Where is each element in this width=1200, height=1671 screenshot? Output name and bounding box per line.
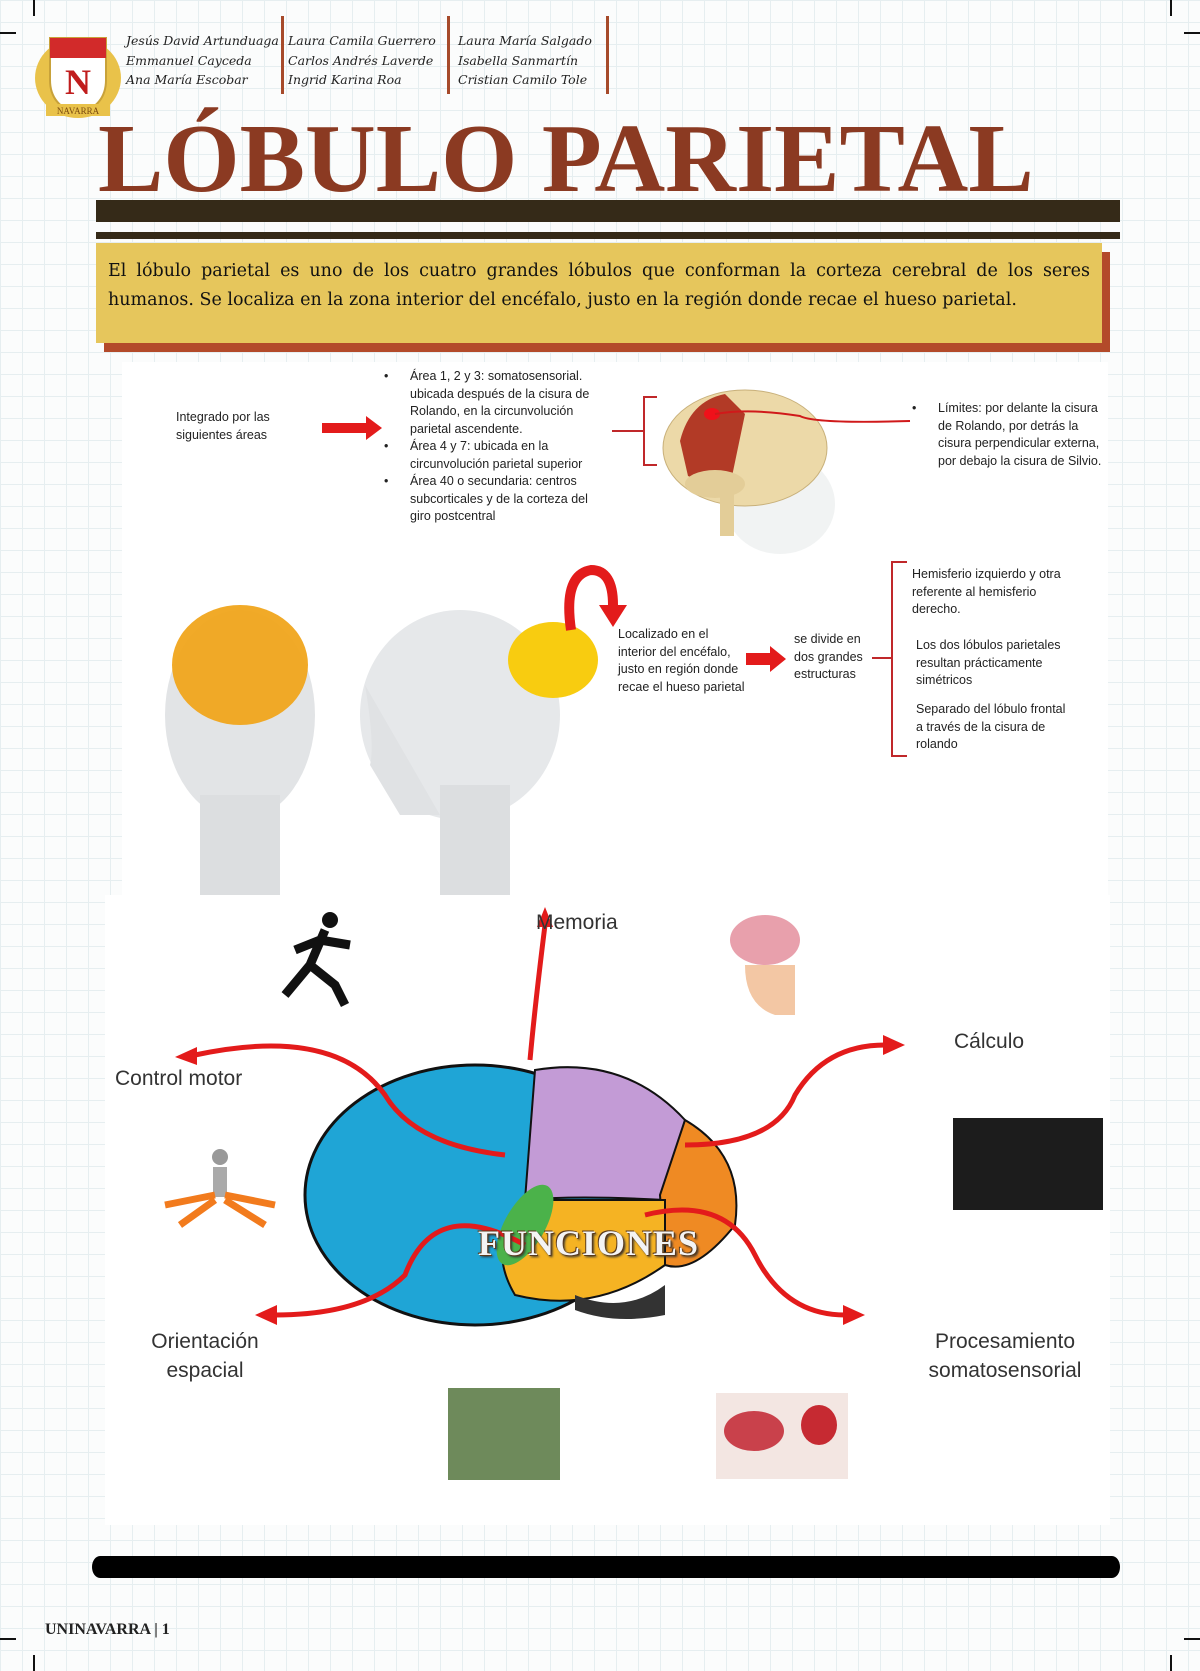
authors-column-1: Jesús David Artunduaga Emmanuel Cayceda … xyxy=(126,31,279,90)
area-item: Área 1, 2 y 3: somatosensorial. ubicada … xyxy=(384,368,609,438)
author-name: Carlos Andrés Laverde xyxy=(288,52,434,68)
funciones-label: FUNCIONES xyxy=(478,1223,700,1263)
head-memory-icon xyxy=(730,915,800,1015)
right-arrow-icon xyxy=(746,646,786,672)
divider xyxy=(606,16,609,94)
memoria-label: Memoria xyxy=(536,911,618,934)
orientation-icon xyxy=(164,1149,276,1228)
arrow-calculo xyxy=(684,1042,886,1148)
orientacion-label: Orientación espacial xyxy=(151,1330,259,1382)
crop-mark xyxy=(1184,1638,1200,1640)
author-name: Cristian Camilo Tole xyxy=(458,72,588,87)
bracket-icon xyxy=(872,561,907,757)
authors-column-3: Laura María Salgado Isabella Sanmartín C… xyxy=(458,31,592,90)
area-item: Área 40 o secundaria: centros subcortica… xyxy=(384,473,609,526)
footer-brand: UNINAVARRA xyxy=(45,1621,151,1638)
crop-mark xyxy=(0,32,16,34)
divide-text: se divide en dos grandes estructuras xyxy=(794,632,863,681)
functions-map xyxy=(164,907,1103,1327)
author-name: Emmanuel Cayceda xyxy=(126,52,252,68)
page-number: 1 xyxy=(161,1621,170,1638)
description-box: El lóbulo parietal es uno de los cuatro … xyxy=(96,243,1102,343)
svg-text:NAVARRA: NAVARRA xyxy=(57,106,100,116)
limites-item: Límites: por delante la cisura de Roland… xyxy=(912,400,1107,470)
author-name: Ana María Escobar xyxy=(126,72,248,87)
title-bar-thin xyxy=(96,232,1120,239)
integrado-label: Integrado por las siguientes áreas xyxy=(176,410,270,442)
right-arrow-icon xyxy=(322,416,382,440)
limites-text: Límites: por delante la cisura de Roland… xyxy=(912,400,1107,470)
bracket-icon xyxy=(612,396,657,466)
estructura-2: Los dos lóbulos parietales resultan prác… xyxy=(916,638,1061,687)
runner-icon xyxy=(281,912,351,1008)
author-name: Laura María Salgado xyxy=(458,33,592,48)
footer: UNINAVARRA | 1 xyxy=(45,1621,170,1638)
brain-illustration xyxy=(303,1063,738,1327)
authors-column-2: Laura Camila Guerrero Carlos Andrés Lave… xyxy=(288,31,436,90)
divider xyxy=(447,16,450,94)
crop-mark xyxy=(33,0,35,16)
areas-list: Área 1, 2 y 3: somatosensorial. ubicada … xyxy=(384,368,609,526)
svg-text:N: N xyxy=(65,62,91,102)
crop-mark xyxy=(0,1638,16,1640)
touch-image xyxy=(448,1388,560,1480)
arrow-procesamiento xyxy=(644,1207,846,1318)
arrow-orientacion xyxy=(274,1223,527,1318)
footer-bar xyxy=(92,1556,1120,1578)
area-item: Área 4 y 7: ubicada en la circunvolución… xyxy=(384,438,609,473)
calculo-label: Cálculo xyxy=(954,1030,1025,1053)
estructura-1: Hemisferio izquierdo y otra referente al… xyxy=(912,567,1061,616)
taste-image xyxy=(716,1393,848,1479)
localizado-text: Localizado en el interior del encéfalo, … xyxy=(618,627,745,694)
curved-arrow-icon xyxy=(564,565,627,631)
author-name: Ingrid Karina Roa xyxy=(288,72,402,87)
arrow-control-motor xyxy=(194,1043,506,1158)
author-name: Laura Camila Guerrero xyxy=(288,33,436,48)
heads-image xyxy=(165,605,598,895)
crop-mark xyxy=(1170,0,1172,16)
author-name: Jesús David Artunduaga xyxy=(126,33,279,48)
university-logo: N NAVARRA xyxy=(32,30,124,120)
title-bar xyxy=(96,200,1120,222)
procesamiento-label: Procesamiento somatosensorial xyxy=(928,1330,1082,1382)
author-name: Isabella Sanmartín xyxy=(458,52,579,68)
page-title: LÓBULO PARIETAL xyxy=(98,105,1034,213)
brain-side-image xyxy=(662,389,911,554)
arrow-memoria xyxy=(527,924,548,1061)
crop-mark xyxy=(1170,1655,1172,1671)
estructura-3: Separado del lóbulo frontal a través de … xyxy=(916,702,1066,751)
control-motor-label: Control motor xyxy=(115,1067,243,1090)
crop-mark xyxy=(33,1655,35,1671)
crop-mark xyxy=(1184,32,1200,34)
calculator-image xyxy=(953,1118,1103,1210)
divider xyxy=(281,16,284,94)
